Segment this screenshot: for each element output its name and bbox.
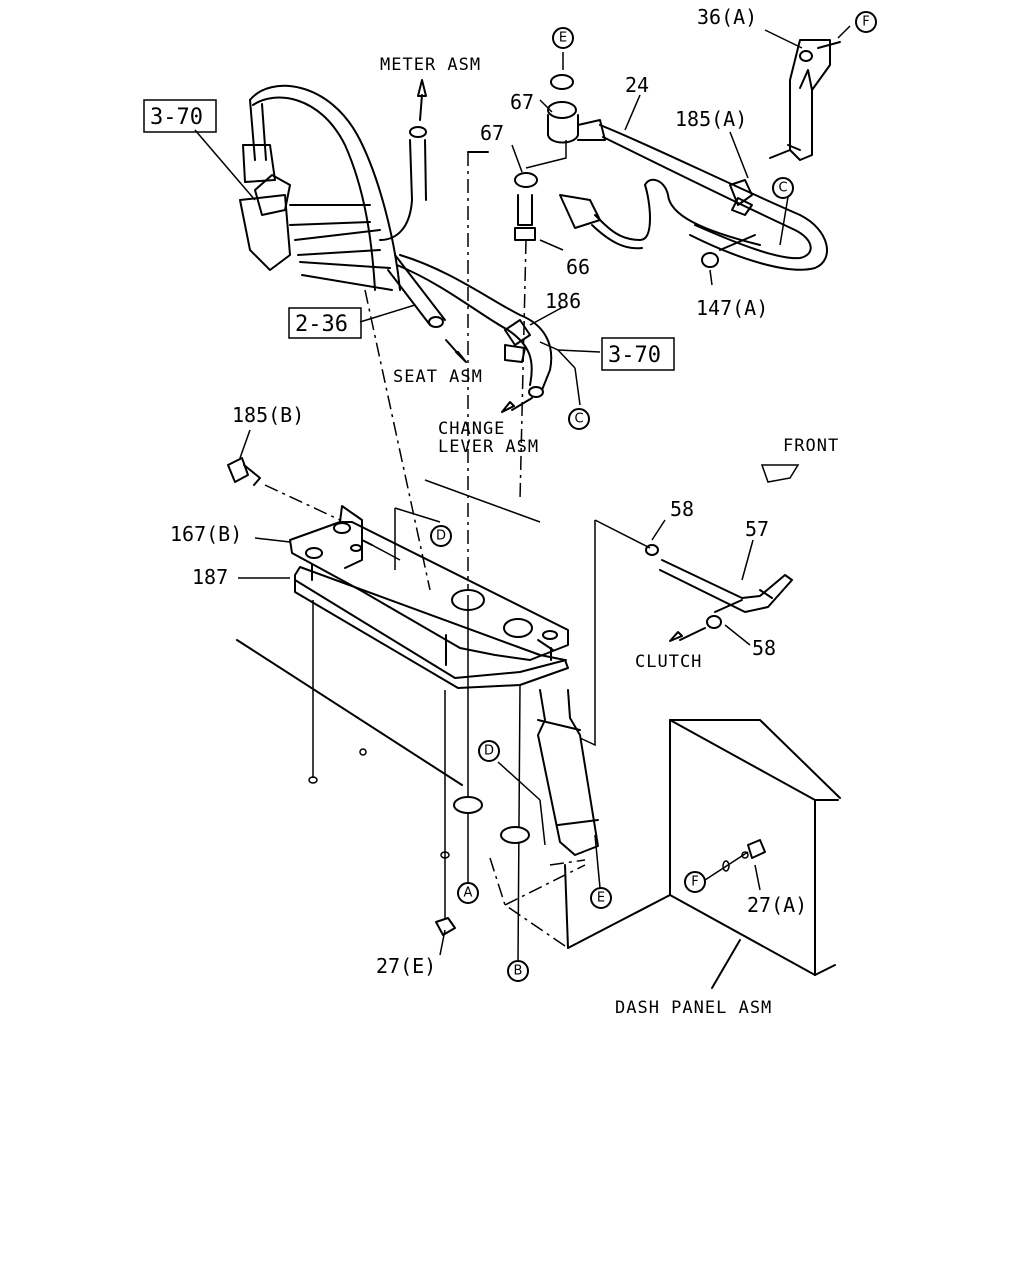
callout-e-top: E <box>552 27 574 49</box>
part-185b-label: 185(B) <box>232 403 304 427</box>
callout-letter: F <box>862 15 869 30</box>
boxed-ref-text: 3-70 <box>150 105 203 130</box>
callout-f-top: F <box>855 11 877 33</box>
part-27a-label: 27(A) <box>747 893 807 917</box>
callout-letter: C <box>574 412 583 427</box>
callout-letter: E <box>559 31 567 46</box>
callout-d-low: D <box>478 740 500 762</box>
part-24-label: 24 <box>625 73 649 97</box>
front-label: FRONT <box>783 436 839 456</box>
dash-panel-asm-label: DASH PANEL ASM <box>615 998 772 1018</box>
part-66-label: 66 <box>566 255 590 279</box>
boxed-reference-3-70-top: 3-70 <box>143 99 217 133</box>
callout-e-low: E <box>590 887 612 909</box>
callout-c-mid: C <box>568 408 590 430</box>
part-58-label: 58 <box>752 636 776 660</box>
seat-asm-label: SEAT ASM <box>393 367 483 387</box>
callout-letter: D <box>484 744 494 759</box>
boxed-ref-text: 3-70 <box>608 343 661 368</box>
clutch-hose <box>645 544 793 642</box>
meter-asm-label: METER ASM <box>380 55 481 75</box>
lever-asm-label: LEVER ASM <box>438 437 539 457</box>
part-67-label: 67 <box>510 90 534 114</box>
callout-c-top: C <box>772 177 794 199</box>
callout-letter: A <box>464 886 473 901</box>
callout-d-plate: D <box>430 525 452 547</box>
part-187-label: 187 <box>192 565 228 589</box>
screw-185b <box>227 457 341 521</box>
part-27e-label: 27(E) <box>376 954 436 978</box>
part-58-label: 58 <box>670 497 694 521</box>
callout-letter: B <box>514 964 523 979</box>
part-186-label: 186 <box>545 289 581 313</box>
callout-a-low: A <box>457 882 479 904</box>
callout-b-low: B <box>507 960 529 982</box>
callout-letter: C <box>778 181 787 196</box>
leader-lines <box>194 25 851 961</box>
callout-letter: F <box>691 875 698 890</box>
part-167b-label: 167(B) <box>170 522 242 546</box>
change-label: CHANGE <box>438 419 505 439</box>
clutch-label: CLUTCH <box>635 652 702 672</box>
callout-letter: D <box>436 529 446 544</box>
hoses-top-left <box>239 79 553 591</box>
part-36a-label: 36(A) <box>697 5 757 29</box>
part-67-label: 67 <box>480 121 504 145</box>
boxed-reference-2-36: 2-36 <box>288 307 362 339</box>
lower-tube <box>537 689 599 856</box>
boxed-ref-text: 2-36 <box>295 312 348 337</box>
part-57-label: 57 <box>745 517 769 541</box>
dash-panel-drawing <box>236 639 841 989</box>
mounting-plate <box>289 505 569 689</box>
callout-letter: E <box>597 891 605 906</box>
part-147a-label: 147(A) <box>696 296 768 320</box>
boxed-reference-3-70-right: 3-70 <box>601 337 675 371</box>
pipe-assembly-top-right <box>467 39 841 590</box>
callout-f-low: F <box>684 871 706 893</box>
part-185a-label: 185(A) <box>675 107 747 131</box>
